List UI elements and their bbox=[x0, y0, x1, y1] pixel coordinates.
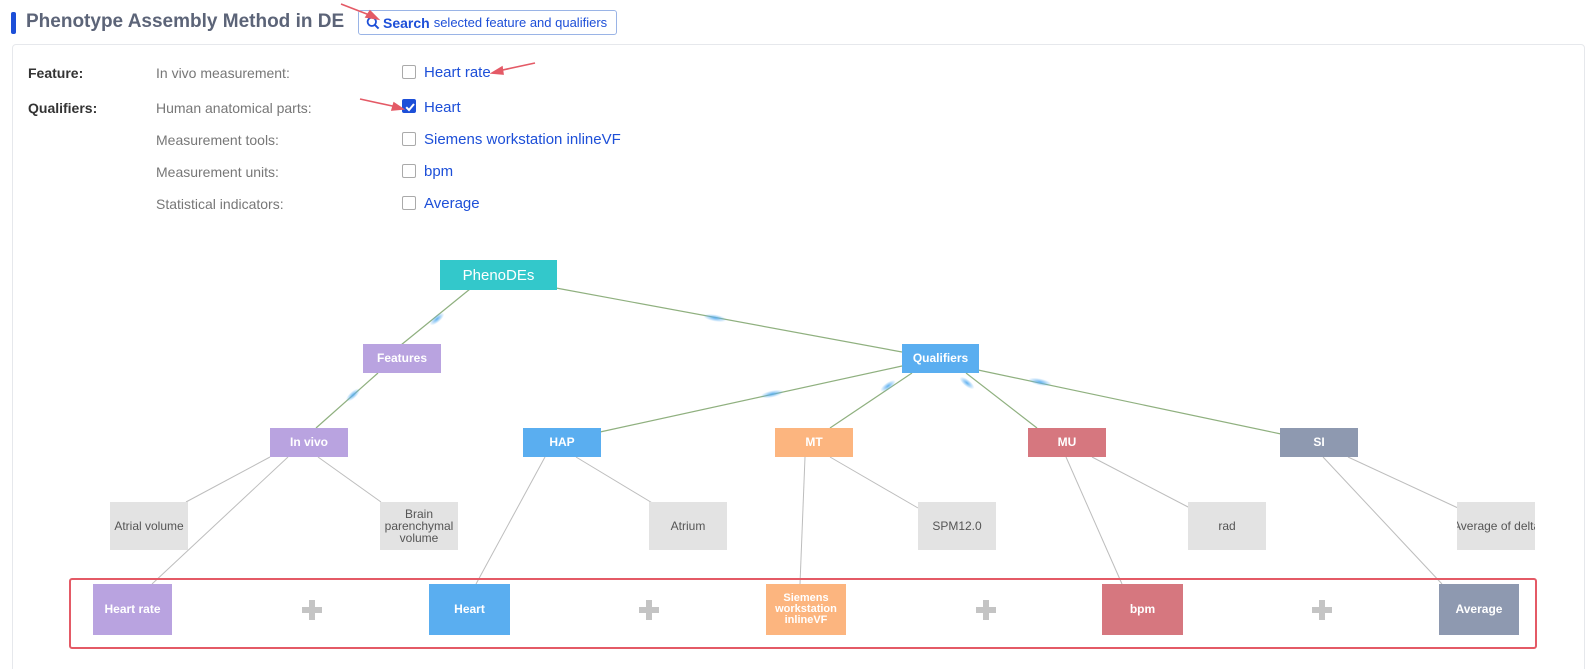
leaf-atrial-volume: Atrial volume bbox=[110, 502, 188, 550]
plus-icon bbox=[1311, 599, 1333, 621]
invivo-measurement-label: In vivo measurement: bbox=[156, 65, 290, 81]
leaf-atrium: Atrium bbox=[649, 502, 727, 550]
node-mu: MU bbox=[1028, 428, 1106, 457]
result-average: Average bbox=[1439, 584, 1519, 635]
qualifiers-heading: Qualifiers: bbox=[28, 100, 98, 116]
search-button-label: Search bbox=[383, 14, 430, 31]
plus-icon bbox=[638, 599, 660, 621]
node-invivo: In vivo bbox=[270, 428, 348, 457]
assembly-panel bbox=[12, 44, 1585, 669]
result-heart-rate: Heart rate bbox=[93, 584, 172, 635]
result-highlight-frame bbox=[69, 578, 1537, 649]
bpm-option[interactable]: bpm bbox=[424, 163, 454, 180]
statistical-indicators-label: Statistical indicators: bbox=[156, 196, 284, 212]
page-title: Phenotype Assembly Method in DE bbox=[26, 11, 345, 32]
siemens-checkbox[interactable] bbox=[402, 132, 416, 146]
search-button[interactable]: Search selected feature and qualifiers bbox=[358, 10, 618, 35]
check-icon bbox=[405, 103, 415, 112]
result-siemens-workstation: Siemens workstation inlineVF bbox=[766, 584, 846, 635]
node-hap: HAP bbox=[523, 428, 601, 457]
node-qualifiers: Qualifiers bbox=[902, 344, 979, 373]
measurement-tools-label: Measurement tools: bbox=[156, 132, 279, 148]
bpm-checkbox[interactable] bbox=[402, 164, 416, 178]
heart-rate-option[interactable]: Heart rate bbox=[424, 64, 491, 81]
leaf-spm: SPM12.0 bbox=[918, 502, 996, 550]
title-accent-bar bbox=[11, 12, 16, 34]
feature-heading: Feature: bbox=[28, 65, 84, 81]
node-mt: MT bbox=[775, 428, 853, 457]
leaf-average-of-delta-label: Average of delta bbox=[1457, 519, 1535, 533]
average-option[interactable]: Average bbox=[424, 195, 480, 212]
heart-option[interactable]: Heart bbox=[424, 99, 461, 116]
plus-icon bbox=[301, 599, 323, 621]
node-si: SI bbox=[1280, 428, 1358, 457]
node-features: Features bbox=[363, 344, 441, 373]
node-phenodes: PhenoDEs bbox=[440, 260, 557, 290]
heart-rate-checkbox[interactable] bbox=[402, 65, 416, 79]
measurement-units-label: Measurement units: bbox=[156, 164, 279, 180]
search-button-sublabel: selected feature and qualifiers bbox=[433, 15, 608, 30]
leaf-rad: rad bbox=[1188, 502, 1266, 550]
result-heart: Heart bbox=[429, 584, 510, 635]
heart-checkbox[interactable] bbox=[402, 99, 416, 113]
result-bpm: bpm bbox=[1102, 584, 1183, 635]
anatomical-parts-label: Human anatomical parts: bbox=[156, 100, 312, 116]
leaf-brain-parenchymal-volume: Brain parenchymal volume bbox=[380, 502, 458, 550]
siemens-option[interactable]: Siemens workstation inlineVF bbox=[424, 131, 621, 148]
average-checkbox[interactable] bbox=[402, 196, 416, 210]
plus-icon bbox=[975, 599, 997, 621]
leaf-average-of-delta: Average of delta bbox=[1457, 502, 1535, 550]
